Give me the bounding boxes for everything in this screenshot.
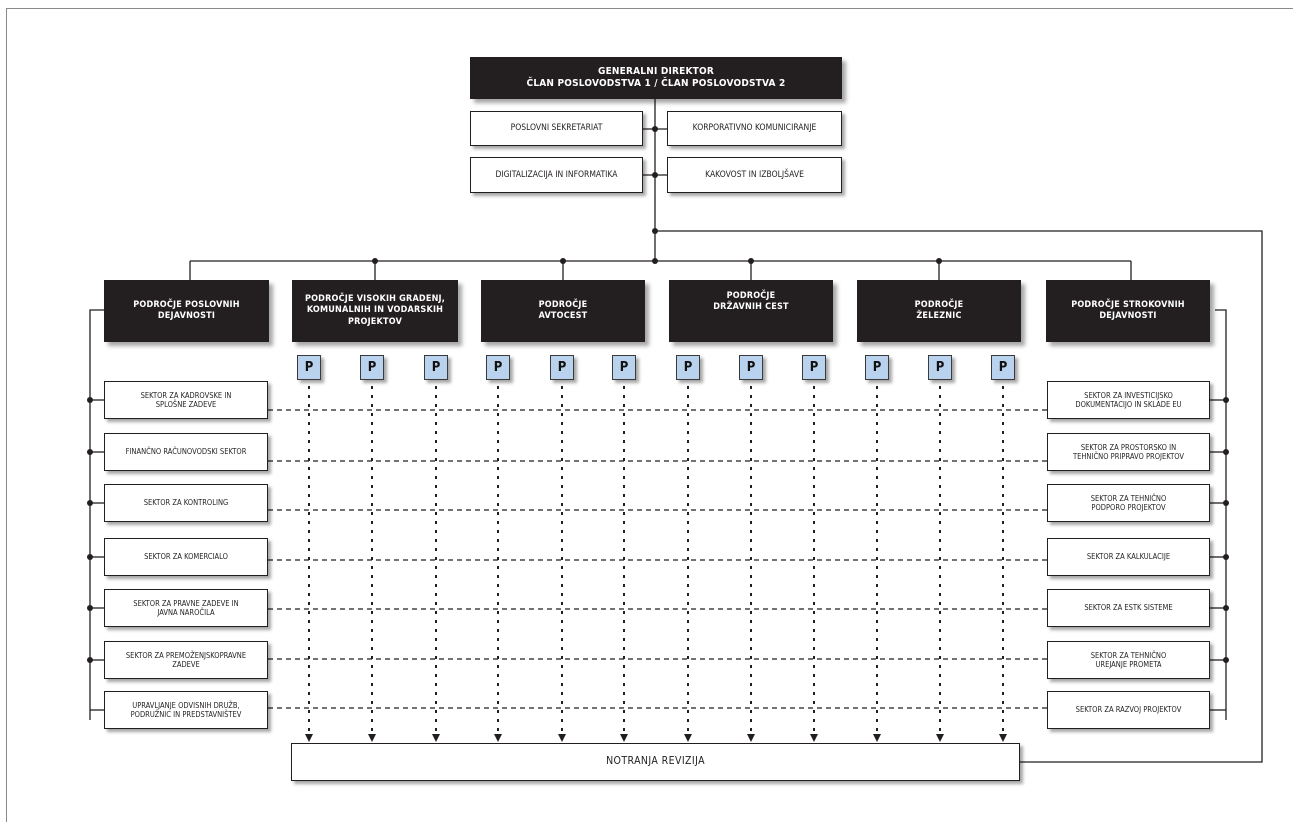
- project-p-box: P: [360, 355, 384, 380]
- project-p-box: P: [424, 355, 448, 380]
- left-sector-financno: FINANČNO RAČUNOVODSKI SEKTOR: [104, 433, 268, 471]
- left-sector-odvisne-druzbe: UPRAVLJANJE ODVISNIH DRUŽB, PODRUŽNIC IN…: [104, 691, 268, 729]
- project-p-box: P: [739, 355, 763, 380]
- area-avtoceste: PODROČJE AVTOCEST: [481, 280, 645, 342]
- right-sector-tehnicna-podpora: SEKTOR ZA TEHNIČNO PODPORO PROJEKTOV: [1047, 484, 1210, 522]
- right-sector-promet: SEKTOR ZA TEHNIČNO UREJANJE PROMETA: [1047, 641, 1210, 679]
- staff-poslovni-sekretariat: POSLOVNI SEKRETARIAT: [470, 111, 643, 146]
- project-p-box: P: [991, 355, 1015, 380]
- staff-korporativno-komuniciranje: KORPORATIVNO KOMUNICIRANJE: [667, 111, 842, 146]
- area-poslovne-dejavnosti: PODROČJE POSLOVNIH DEJAVNOSTI: [104, 280, 269, 342]
- notranja-revizija-box: NOTRANJA REVIZIJA: [291, 743, 1020, 781]
- project-p-box: P: [676, 355, 700, 380]
- project-p-box: P: [928, 355, 952, 380]
- right-sector-kalkulacije: SEKTOR ZA KALKULACIJE: [1047, 538, 1210, 576]
- left-sector-kontroling: SEKTOR ZA KONTROLING: [104, 484, 268, 522]
- project-p-box: P: [486, 355, 510, 380]
- right-sector-investicijsko: SEKTOR ZA INVESTICIJSKO DOKUMENTACIJO IN…: [1047, 381, 1210, 419]
- staff-kakovost: KAKOVOST IN IZBOLJŠAVE: [667, 157, 842, 193]
- general-director-box: GENERALNI DIREKTOR ČLAN POSLOVODSTVA 1 /…: [470, 57, 842, 99]
- area-zeleznice: PODROČJE ŽELEZNIC: [857, 280, 1021, 342]
- page-frame: [6, 8, 1293, 822]
- project-p-box: P: [865, 355, 889, 380]
- right-sector-prostorsko: SEKTOR ZA PROSTORSKO IN TEHNIČNO PRIPRAV…: [1047, 433, 1210, 471]
- right-sector-razvoj: SEKTOR ZA RAZVOJ PROJEKTOV: [1047, 691, 1210, 729]
- staff-digitalizacija: DIGITALIZACIJA IN INFORMATIKA: [470, 157, 643, 193]
- project-p-box: P: [612, 355, 636, 380]
- right-sector-estk: SEKTOR ZA ESTK SISTEME: [1047, 589, 1210, 627]
- left-sector-komerciala: SEKTOR ZA KOMERCIALO: [104, 538, 268, 576]
- area-drzavne-ceste: PODROČJE DRŽAVNIH CEST: [669, 280, 833, 342]
- project-p-box: P: [550, 355, 574, 380]
- left-sector-pravne: SEKTOR ZA PRAVNE ZADEVE IN JAVNA NAROČIL…: [104, 589, 268, 627]
- area-strokovne-dejavnosti: PODROČJE STROKOVNIH DEJAVNOSTI: [1046, 280, 1210, 342]
- area-visoke-gradnje: PODROČJE VISOKIH GRADENJ, KOMUNALNIH IN …: [292, 280, 458, 342]
- left-sector-kadrovske: SEKTOR ZA KADROVSKE IN SPLOŠNE ZADEVE: [104, 381, 268, 419]
- project-p-box: P: [802, 355, 826, 380]
- left-sector-premozenjske: SEKTOR ZA PREMOŽENJSKOPRAVNE ZADEVE: [104, 641, 268, 679]
- project-p-box: P: [297, 355, 321, 380]
